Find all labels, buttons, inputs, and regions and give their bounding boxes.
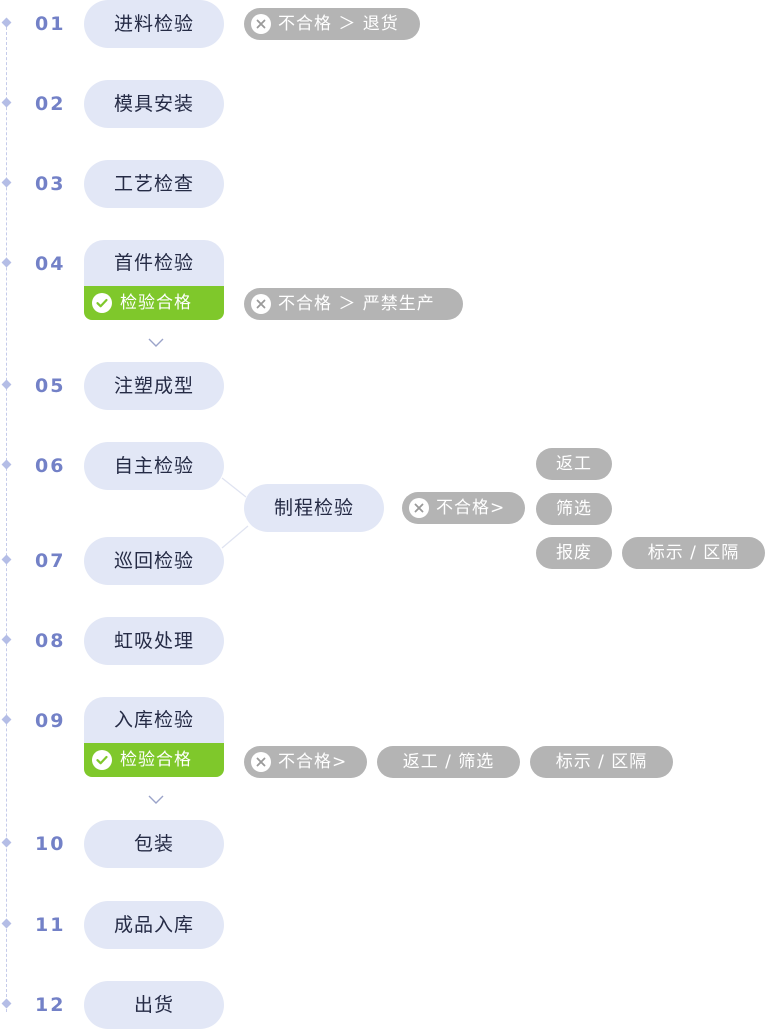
step-number: 03: [35, 173, 66, 195]
action-label-isolate: 标示 / 区隔: [622, 537, 765, 569]
action-label-isolate: 标示 / 区隔: [530, 746, 673, 778]
fail-text: 不合格 ＞ 严禁生产: [278, 294, 435, 314]
step-number: 08: [35, 630, 66, 652]
pass-text: 检验合格: [120, 750, 192, 770]
fail-badge-return: 不合格 ＞ 退货: [244, 8, 420, 40]
step-injection-molding: 注塑成型: [84, 362, 224, 410]
process-inspection-node: 制程检验: [244, 484, 384, 532]
fail-text: 不合格>: [436, 498, 506, 518]
step-finished-goods-warehousing: 成品入库: [84, 901, 224, 949]
fail-badge-process: 不合格>: [402, 492, 525, 524]
step-self-inspection: 自主检验: [84, 442, 224, 490]
step-process-check: 工艺检查: [84, 160, 224, 208]
step-patrol-inspection: 巡回检验: [84, 537, 224, 585]
step-number: 06: [35, 455, 66, 477]
step-number: 10: [35, 833, 66, 855]
chevron-down-icon: [148, 795, 164, 804]
action-rework-screening: 返工 / 筛选: [377, 746, 520, 778]
step-warehouse-inspection: 入库检验: [84, 697, 224, 743]
fail-text: 不合格 ＞ 退货: [278, 14, 399, 34]
step-first-article-inspection: 首件检验: [84, 240, 224, 286]
x-circle-icon: [251, 14, 271, 34]
x-circle-icon: [251, 752, 271, 772]
x-circle-icon: [251, 294, 271, 314]
x-circle-icon: [409, 498, 429, 518]
action-rework: 返工: [536, 448, 612, 480]
fail-badge-warehouse: 不合格>: [244, 746, 367, 778]
pass-badge: 检验合格: [84, 743, 224, 777]
step-siphon-treatment: 虹吸处理: [84, 617, 224, 665]
action-scrap: 报废: [536, 537, 612, 569]
step-number: 02: [35, 93, 66, 115]
fail-text: 不合格>: [278, 752, 348, 772]
step-packaging: 包装: [84, 820, 224, 868]
step-number: 11: [35, 914, 66, 936]
step-number: 12: [35, 994, 66, 1016]
step-number: 09: [35, 710, 66, 732]
step-shipment: 出货: [84, 981, 224, 1029]
step-incoming-inspection: 进料检验: [84, 0, 224, 48]
check-circle-icon: [92, 293, 112, 313]
step-number: 01: [35, 13, 66, 35]
fail-badge-stop-production: 不合格 ＞ 严禁生产: [244, 288, 463, 320]
chevron-down-icon: [148, 338, 164, 347]
step-number: 07: [35, 550, 66, 572]
action-screening: 筛选: [536, 493, 612, 525]
step-mold-installation: 模具安装: [84, 80, 224, 128]
step-number: 05: [35, 375, 66, 397]
pass-text: 检验合格: [120, 293, 192, 313]
timeline-line: [6, 22, 7, 1012]
step-number: 04: [35, 253, 66, 275]
pass-badge: 检验合格: [84, 286, 224, 320]
check-circle-icon: [92, 750, 112, 770]
